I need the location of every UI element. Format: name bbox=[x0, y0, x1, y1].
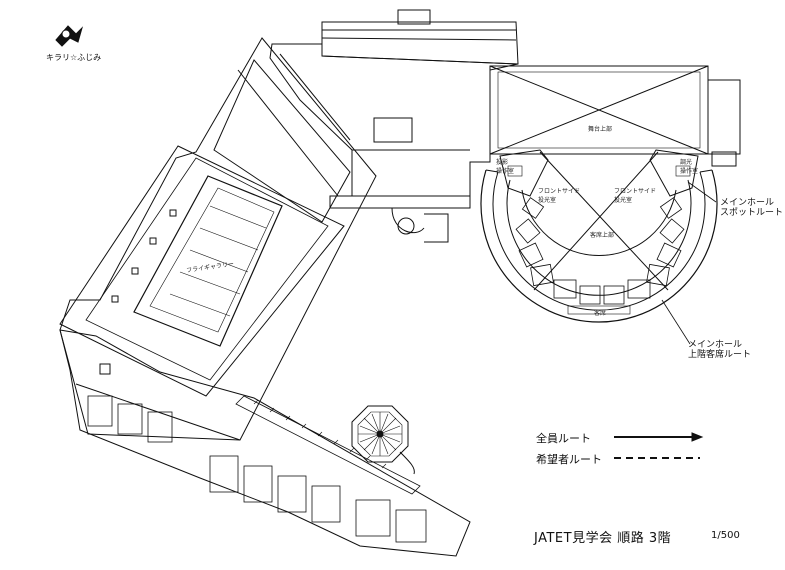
central-building bbox=[269, 9, 519, 243]
callout-main-hall-spot: メインホール スポットルート bbox=[720, 198, 783, 218]
stage-house bbox=[489, 65, 741, 167]
main-hall bbox=[480, 149, 718, 323]
callout-leader-upper bbox=[661, 299, 691, 345]
left-wing bbox=[59, 37, 377, 441]
label-front-side-right: フロントサイド 投光室 bbox=[614, 188, 657, 204]
label-front-side-left: フロントサイド 投光室 bbox=[538, 188, 581, 204]
callout-line: スポットルート bbox=[720, 208, 784, 218]
lower-wing bbox=[59, 329, 471, 557]
label-audience-upper: 客席上部 bbox=[590, 232, 615, 239]
label-seating: 客席 bbox=[594, 310, 607, 317]
legend-optional-route: 希望者ルート bbox=[536, 453, 602, 466]
skylight bbox=[351, 405, 415, 475]
callout-line: メインホール bbox=[720, 198, 775, 208]
label-proj-right: 調光 操作室 bbox=[680, 159, 699, 175]
callout-line: 上階客席ルート bbox=[688, 350, 752, 360]
legend-all-route: 全員ルート bbox=[536, 432, 591, 445]
label-stage-upper: 舞台上部 bbox=[588, 126, 613, 133]
callout-line: メインホール bbox=[688, 340, 743, 350]
label-proj-left: 投影 操作室 bbox=[496, 159, 515, 175]
logo-icon bbox=[55, 25, 84, 47]
callout-leader-spot bbox=[687, 181, 717, 203]
legend-solid-arrow bbox=[614, 432, 704, 442]
drawing-title: JATET見学会 順路 3階 bbox=[534, 531, 672, 546]
callout-main-hall-upper: メインホール 上階客席ルート bbox=[688, 340, 751, 360]
drawing-scale: 1/500 bbox=[711, 530, 740, 541]
logo-text: キラリ☆ふじみ bbox=[46, 53, 102, 62]
